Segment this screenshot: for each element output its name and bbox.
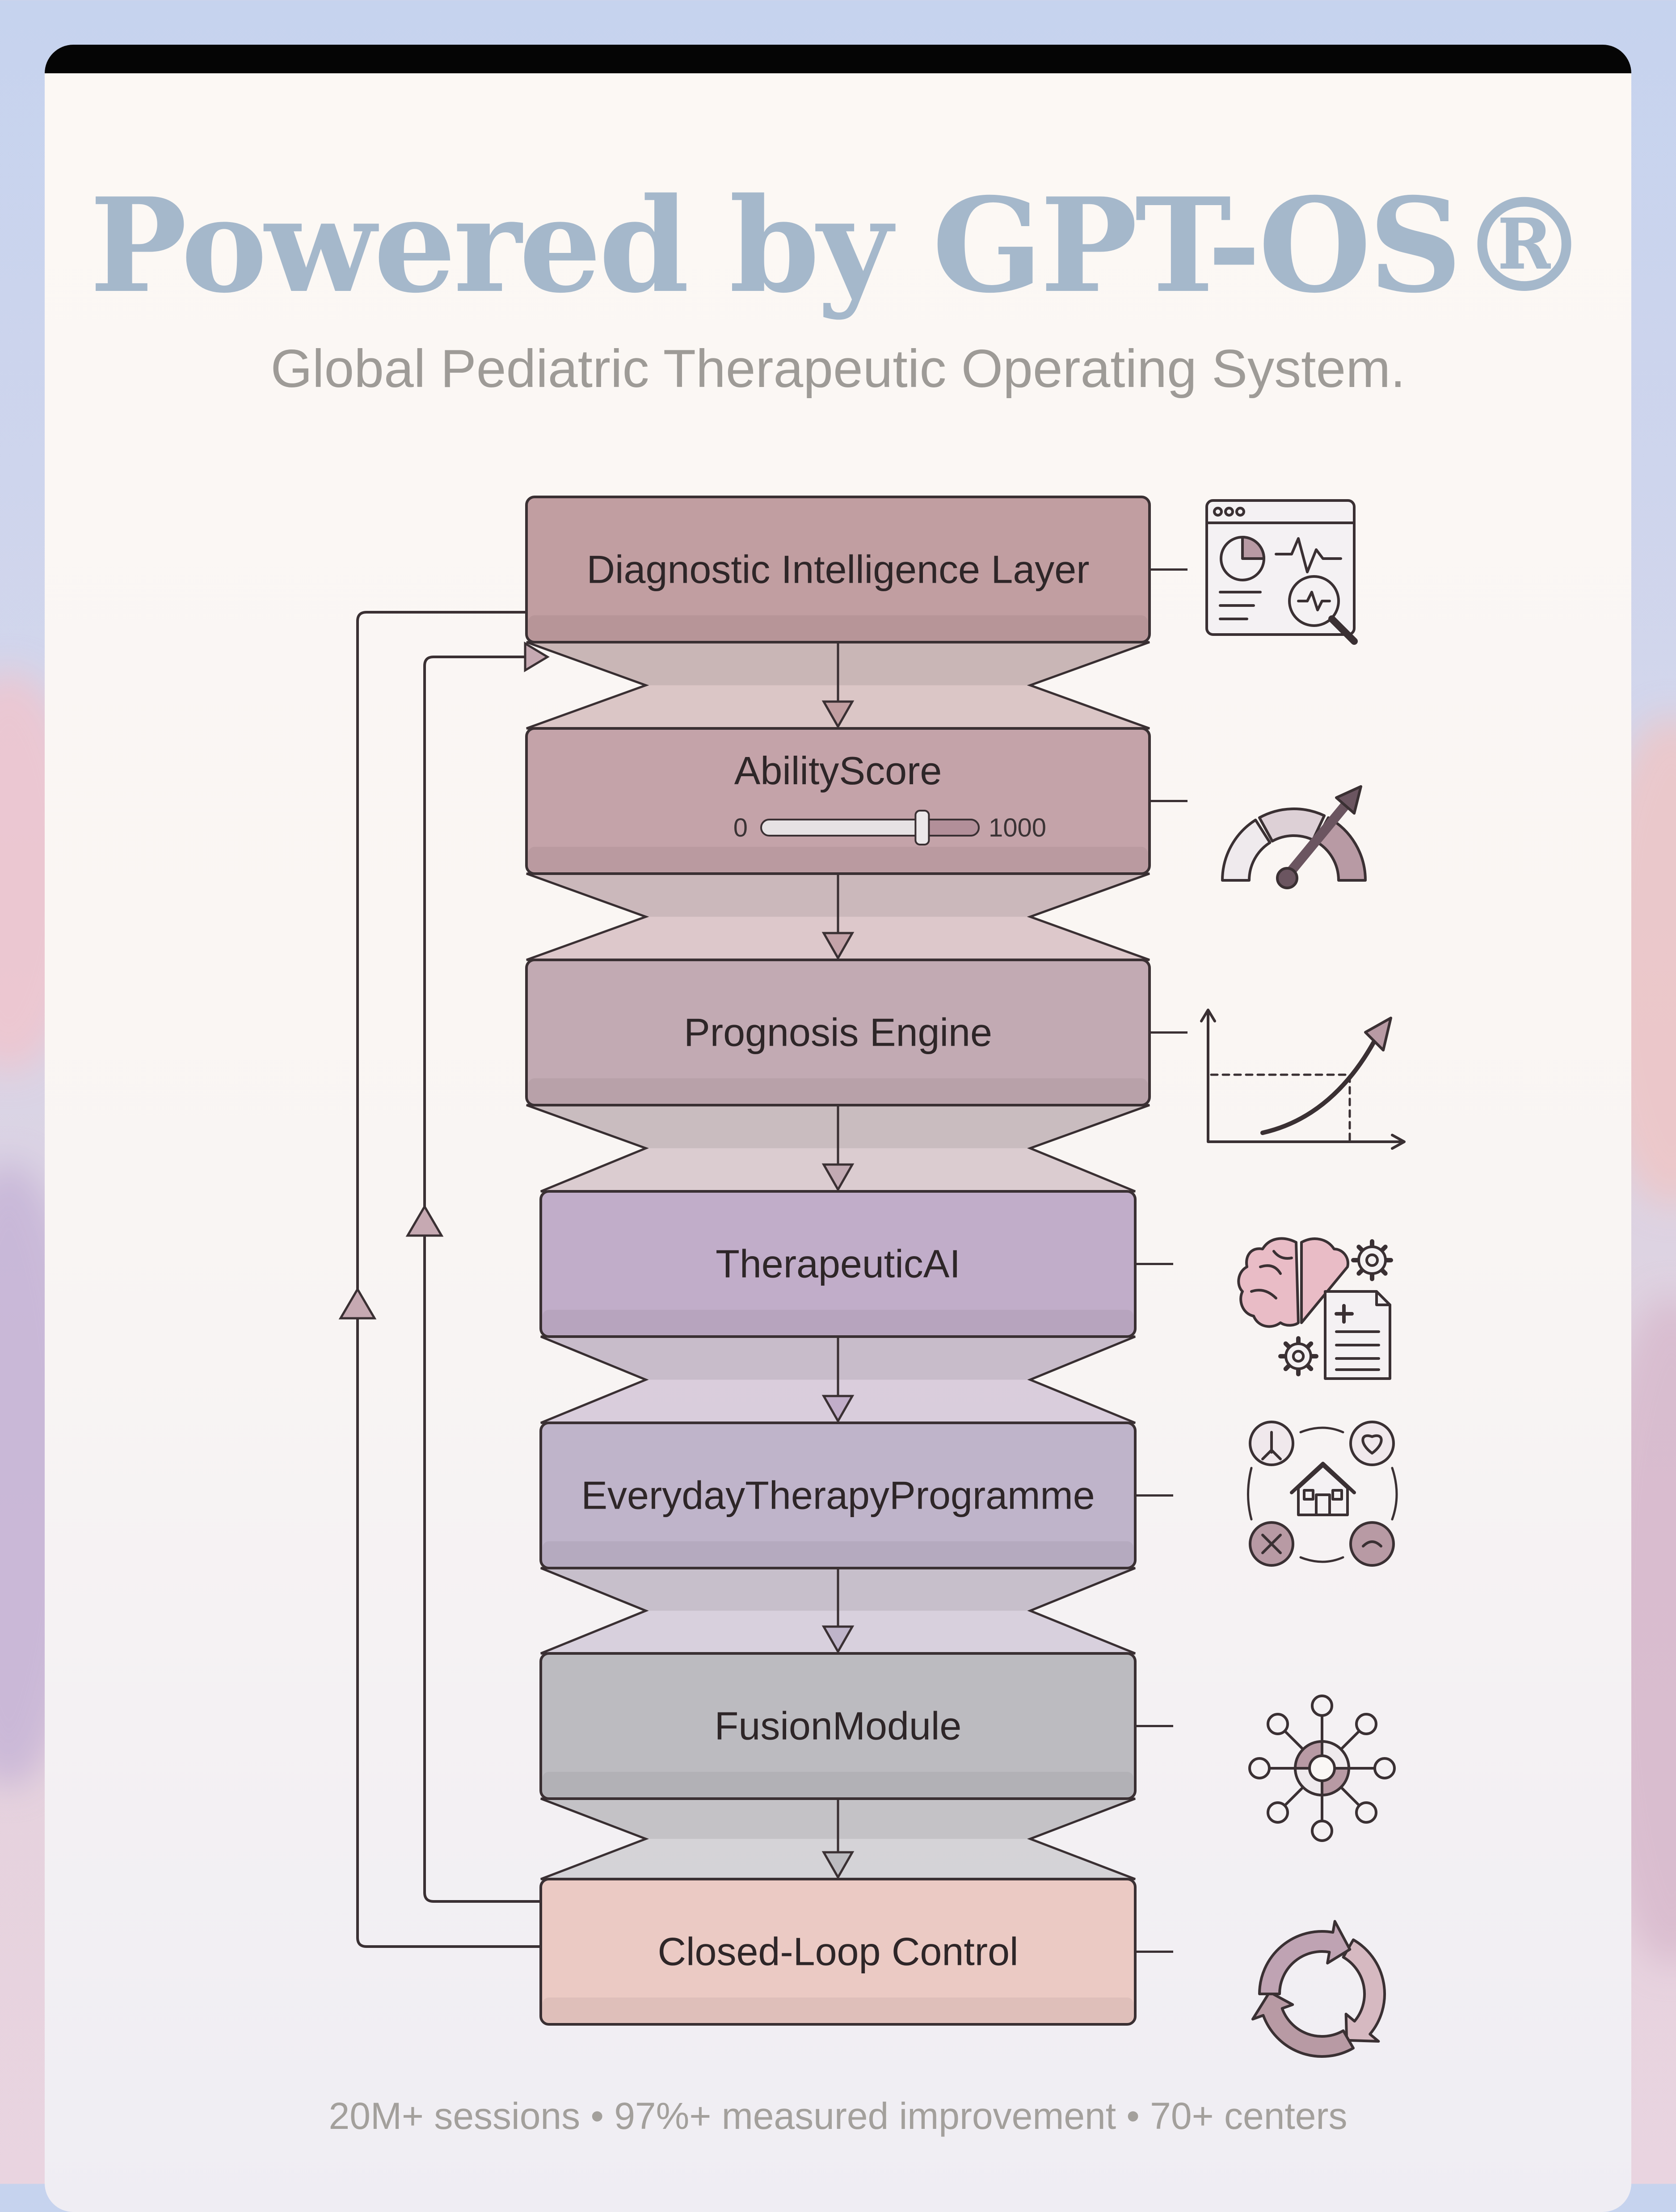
- feedback-arrow-head: [405, 1204, 444, 1237]
- layer-block-everyday: EverydayTherapyProgramme: [539, 1421, 1137, 1569]
- layer-stack: Diagnostic Intelligence LayerAbilityScor…: [525, 496, 1151, 2026]
- flow-arrow-head: [821, 1395, 855, 1424]
- layer-block-fusion: FusionModule: [539, 1652, 1137, 1800]
- layer-block-diagnostic: Diagnostic Intelligence Layer: [525, 496, 1151, 643]
- feedback-loop-inner: [423, 656, 585, 1903]
- layer-box-shade: [543, 1541, 1133, 1566]
- connector-layer: [526, 641, 1150, 1880]
- refresh-cycle-icon: [1251, 1920, 1386, 2058]
- layer-box-shade: [543, 1772, 1133, 1797]
- layer-block-closedloop: Closed-Loop Control: [539, 1878, 1137, 2026]
- layer-block-therapeutic: TherapeuticAI: [539, 1190, 1137, 1338]
- network-hub-icon: [1248, 1695, 1396, 1842]
- page-subtitle: Global Pediatric Therapeutic Operating S…: [270, 339, 1406, 399]
- layer-box-shade: [543, 1310, 1133, 1335]
- home-care-cycle-icon: [1247, 1421, 1398, 1567]
- layer-block-prognosis: Prognosis Engine: [525, 959, 1151, 1106]
- slider-fill: [921, 819, 980, 837]
- feedback-arrow-head: [524, 641, 550, 673]
- card-top-bar: [45, 45, 1631, 73]
- slider-min-label: 0: [733, 813, 748, 842]
- slider-max-label: 1000: [989, 813, 1046, 842]
- architecture-diagram: Diagnostic Intelligence LayerAbilityScor…: [338, 496, 1406, 2058]
- layer-label-abilityscore: AbilityScore: [734, 749, 942, 793]
- flow-arrow-head: [821, 1625, 855, 1654]
- footer-stats: 20M+ sessions • 97%+ measured improvemen…: [328, 2095, 1348, 2137]
- icon-column: [1135, 499, 1406, 2058]
- flow-arrow-head: [821, 1851, 855, 1880]
- slider-knob: [914, 810, 930, 845]
- layer-box-shade: [543, 1998, 1133, 2023]
- feedback-arrow-head: [338, 1287, 377, 1320]
- feedback-loop-outer: [356, 611, 563, 1948]
- layer-label-closedloop: Closed-Loop Control: [657, 1930, 1018, 1974]
- brain-document-icon: [1237, 1237, 1393, 1380]
- layer-label-diagnostic: Diagnostic Intelligence Layer: [586, 547, 1089, 592]
- diagnostic-dashboard-icon: [1205, 499, 1358, 645]
- feedback-loop: [338, 597, 585, 1962]
- flow-arrow-head: [821, 700, 855, 729]
- layer-label-prognosis: Prognosis Engine: [684, 1010, 992, 1055]
- gauge-meter-icon: [1221, 785, 1367, 889]
- layer-label-therapeutic: TherapeuticAI: [716, 1242, 960, 1286]
- layer-label-fusion: FusionModule: [715, 1704, 962, 1748]
- layer-box-shade: [528, 847, 1148, 872]
- page-title: Powered by GPT-OS®: [89, 170, 1589, 322]
- flow-arrow-head: [821, 932, 855, 961]
- growth-chart-icon: [1200, 1009, 1406, 1150]
- flow-arrow-head: [821, 1163, 855, 1192]
- layer-box-shade: [528, 1078, 1148, 1103]
- layer-label-everyday: EverydayTherapyProgramme: [581, 1473, 1095, 1518]
- content-card: Powered by GPT-OS® Global Pediatric Ther…: [45, 45, 1631, 2212]
- layer-box-shade: [528, 615, 1148, 640]
- layer-block-abilityscore: AbilityScore 0 1000: [525, 727, 1151, 875]
